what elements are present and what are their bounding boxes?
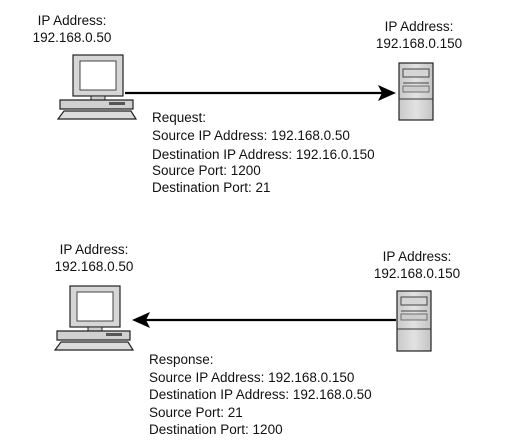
- ip-label-text: IP Address:: [382, 249, 452, 264]
- response-details: Response: Source IP Address: 192.168.0.1…: [149, 351, 372, 439]
- ip-value-text: 192.168.0.50: [54, 259, 134, 274]
- request-source-port: Source Port: 1200: [152, 162, 261, 178]
- response-source-port: Source Port: 21: [149, 404, 243, 420]
- request-arrow: [125, 85, 396, 101]
- ip-label-text: IP Address:: [59, 242, 129, 257]
- ip-label-text: IP Address:: [384, 19, 454, 34]
- ip-value-text: 192.168.0.50: [32, 30, 112, 45]
- request-source-ip: Source IP Address: 192.168.0.50: [152, 127, 350, 143]
- server-tower-icon: [398, 62, 434, 121]
- ip-value-text: 192.168.0.150: [373, 266, 461, 281]
- request-destination-port: Destination Port: 21: [152, 180, 271, 195]
- server-tower-icon: [396, 290, 432, 352]
- request-title: Request:: [152, 110, 207, 125]
- request-server-ip-label: IP Address: 192.168.0.150: [360, 18, 478, 52]
- client-computer-icon: [56, 54, 138, 120]
- request-destination-ip: Destination IP Address: 192.16.0.150: [152, 147, 375, 162]
- response-destination-ip: Destination IP Address: 192.168.0.50: [149, 387, 372, 402]
- response-title: Response:: [149, 352, 214, 367]
- ip-value-text: 192.168.0.150: [375, 36, 463, 51]
- response-client-ip-label: IP Address: 192.168.0.50: [35, 241, 153, 275]
- response-source-ip: Source IP Address: 192.168.0.150: [149, 369, 355, 385]
- request-details: Request: Source IP Address: 192.168.0.50…: [152, 109, 375, 197]
- response-server-ip-label: IP Address: 192.168.0.150: [358, 248, 476, 282]
- response-destination-port: Destination Port: 1200: [149, 422, 283, 437]
- ip-label-text: IP Address:: [37, 13, 107, 28]
- response-arrow: [132, 312, 396, 328]
- client-computer-icon: [53, 285, 135, 351]
- request-client-ip-label: IP Address: 192.168.0.50: [13, 12, 131, 46]
